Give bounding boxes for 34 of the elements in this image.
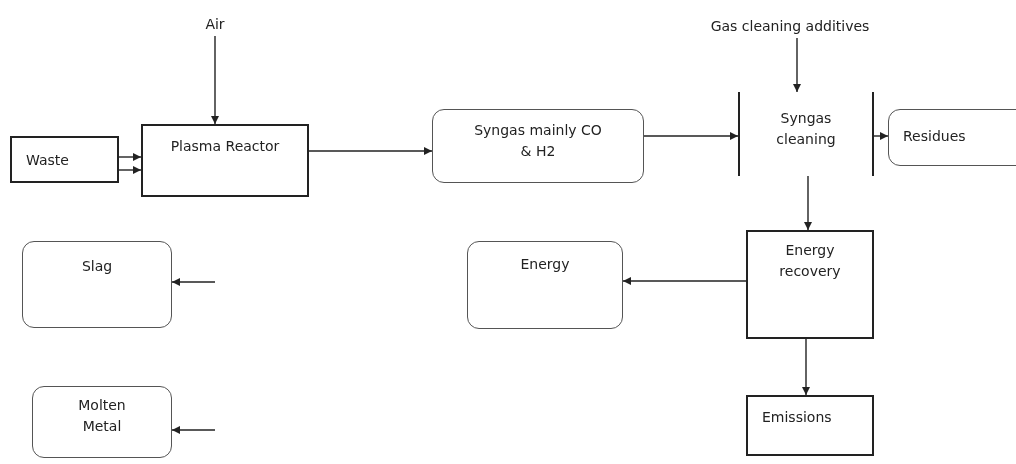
input-label: Gas cleaning additives bbox=[710, 16, 870, 36]
arrow bbox=[210, 35, 220, 125]
node-label: Syngas mainly CO & H2 bbox=[473, 121, 603, 161]
node-label: Syngas cleaning bbox=[775, 109, 837, 149]
node-label: Emissions bbox=[762, 408, 832, 427]
arrow bbox=[622, 276, 747, 286]
process-box bbox=[10, 136, 119, 183]
arrow bbox=[171, 425, 216, 435]
arrow bbox=[792, 37, 802, 93]
node-label: Energy recovery bbox=[778, 241, 842, 281]
process-stage bbox=[738, 92, 874, 176]
node-label: Slag bbox=[81, 257, 113, 276]
arrow bbox=[873, 131, 889, 141]
output-box bbox=[888, 109, 1016, 166]
arrow bbox=[118, 165, 142, 175]
arrow bbox=[803, 175, 813, 231]
process-box bbox=[746, 395, 874, 456]
arrow bbox=[643, 131, 739, 141]
output-box bbox=[432, 109, 644, 183]
arrow bbox=[801, 338, 811, 396]
node-label: Plasma Reactor bbox=[170, 137, 280, 156]
process-box bbox=[141, 124, 309, 197]
output-box bbox=[32, 386, 172, 458]
arrow bbox=[118, 152, 142, 162]
output-box bbox=[467, 241, 623, 329]
arrow bbox=[171, 277, 216, 287]
input-label: Air bbox=[205, 14, 225, 34]
node-label: Waste bbox=[26, 151, 69, 170]
output-box bbox=[22, 241, 172, 328]
node-label: Energy bbox=[520, 255, 570, 274]
node-label: Residues bbox=[903, 127, 966, 146]
arrow bbox=[308, 146, 433, 156]
node-label: Molten Metal bbox=[77, 396, 127, 436]
process-box bbox=[746, 230, 874, 339]
